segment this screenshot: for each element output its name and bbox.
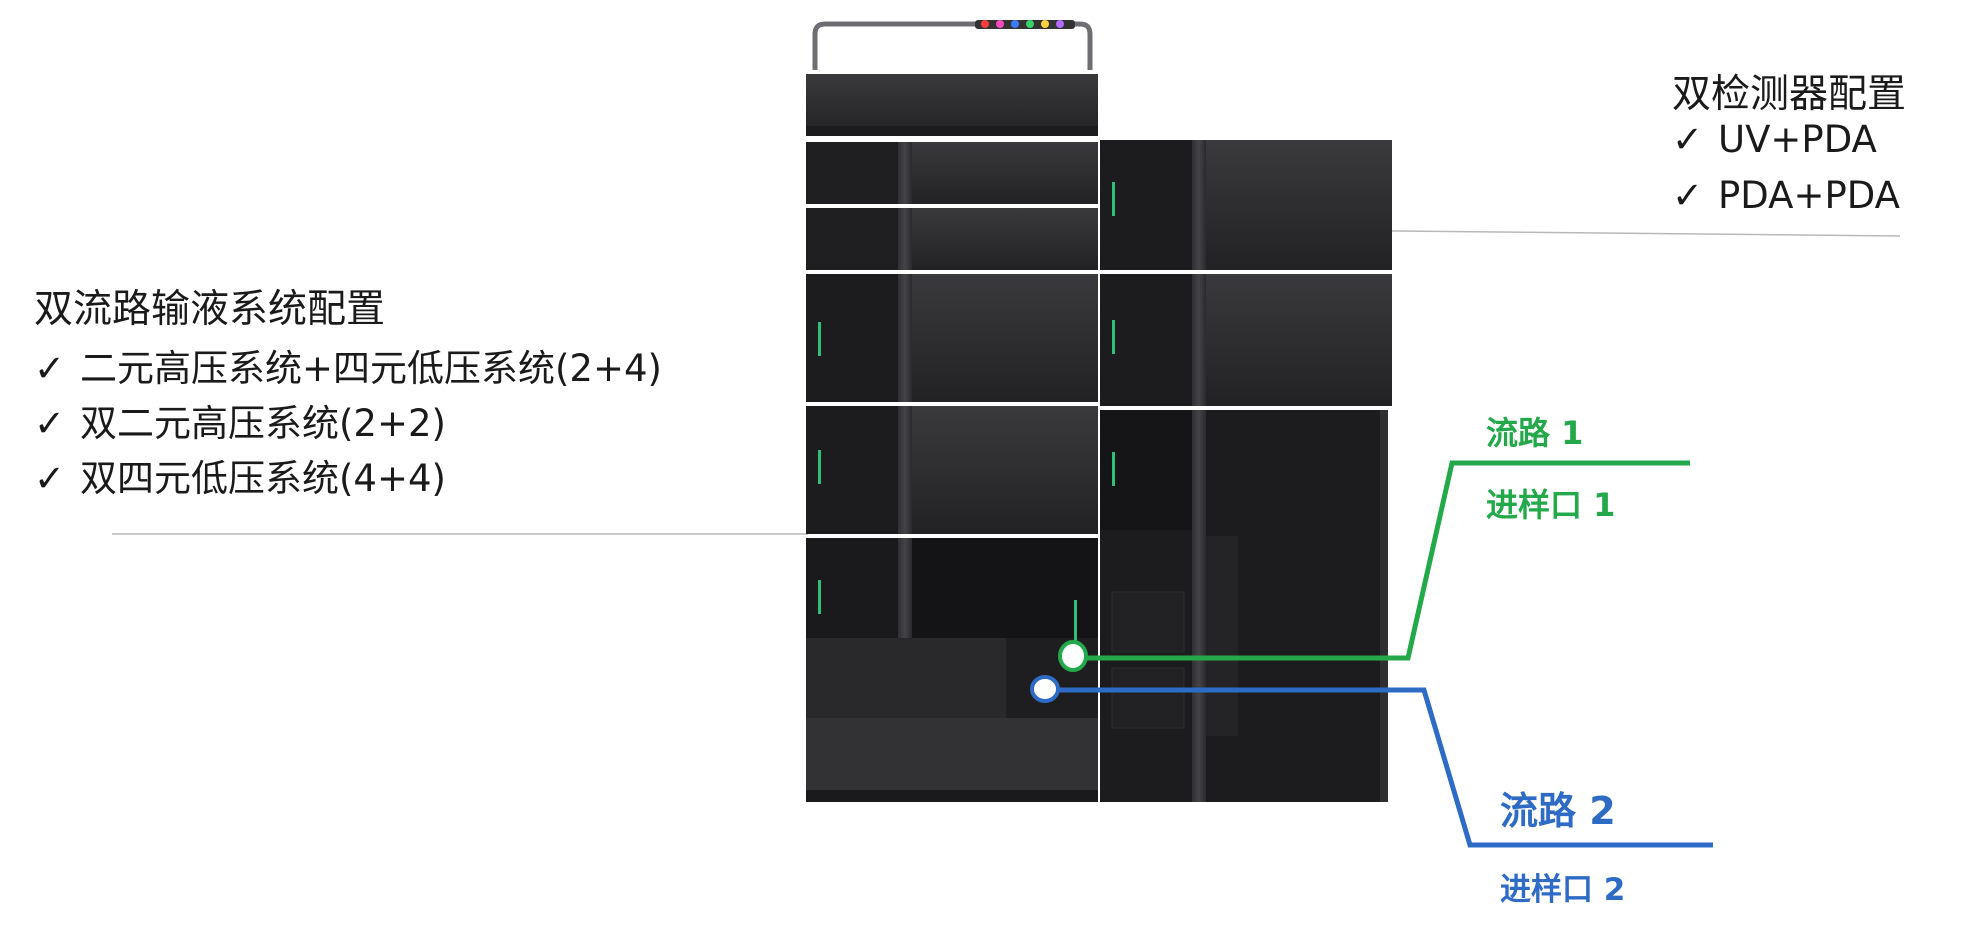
right-module-stack [1100,140,1392,802]
flow-2-port-label: 进样口 2 [1500,872,1626,908]
dual-flow-heading: 双流路输液系统配置 [34,287,386,332]
check-icon: ✓ [1672,174,1704,217]
dual-flow-item-3: ✓双四元低压系统(4+4) [34,457,446,500]
flow-2-line [1058,687,1713,848]
flow-1-line [1080,460,1690,661]
dual-detector-heading: 双检测器配置 [1672,72,1907,117]
check-icon: ✓ [34,347,66,390]
left-module-stack [806,142,1098,802]
check-icon: ✓ [1672,118,1704,161]
check-icon: ✓ [34,457,66,500]
injection-port-2 [1030,675,1060,703]
solvent-tray [806,20,1098,136]
dual-flow-item-1: ✓二元高压系统+四元低压系统(2+4) [34,347,662,390]
dual-detector-item-2: ✓PDA+PDA [1672,174,1900,217]
dual-detector-item-1: ✓UV+PDA [1672,118,1877,161]
dual-flow-item-2: ✓双二元高压系统(2+2) [34,402,446,445]
flow-1-label: 流路 1 [1486,414,1584,452]
check-icon: ✓ [34,402,66,445]
injection-port-1 [1058,640,1088,672]
flow-2-label: 流路 2 [1500,789,1616,833]
flow-1-port-label: 进样口 1 [1486,486,1616,524]
